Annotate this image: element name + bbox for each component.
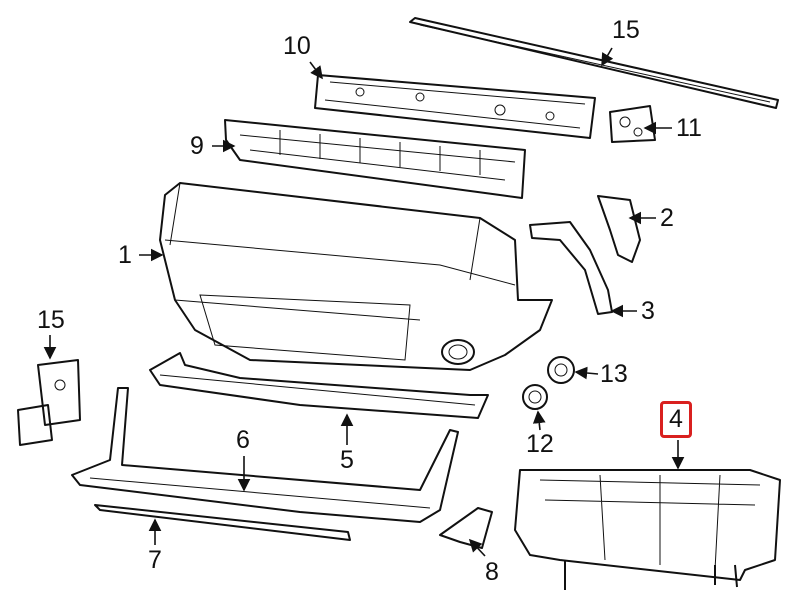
part-3-side-bracket	[529, 221, 613, 315]
callout-12: 12	[526, 430, 554, 458]
part-14-molding-strip	[409, 17, 779, 109]
part-8-bracket	[439, 507, 493, 549]
callout-13: 13	[600, 360, 628, 388]
part-1-bumper-fascia	[159, 182, 553, 371]
part-11-bracket	[609, 105, 656, 143]
part-4-radiator-support	[514, 469, 781, 590]
part-9-energy-absorber	[224, 119, 526, 199]
part-5-lower-lip	[149, 352, 489, 419]
callout-14: 15	[612, 16, 640, 44]
part-15-sensor	[17, 359, 81, 446]
callout-10: 10	[283, 32, 311, 60]
callout-3: 3	[641, 297, 655, 325]
callout-7: 7	[148, 546, 162, 574]
callout-6: 6	[236, 426, 250, 454]
callout-4-highlighted: 4	[660, 401, 692, 438]
part-6-lower-support	[71, 387, 459, 523]
callout-9: 9	[190, 132, 204, 160]
part-13-grommet	[547, 356, 575, 384]
callout-15: 15	[37, 306, 65, 334]
part-7-lower-strip	[94, 504, 351, 541]
callout-5: 5	[340, 446, 354, 474]
callout-1: 1	[118, 241, 132, 269]
callout-11: 11	[676, 114, 702, 142]
part-10-reinforcement-bar	[314, 74, 596, 139]
part-2-side-bracket	[597, 195, 641, 263]
part-12-grommet	[522, 384, 548, 410]
callout-arrows	[43, 47, 685, 557]
callout-2: 2	[660, 204, 674, 232]
callout-8: 8	[485, 558, 499, 586]
